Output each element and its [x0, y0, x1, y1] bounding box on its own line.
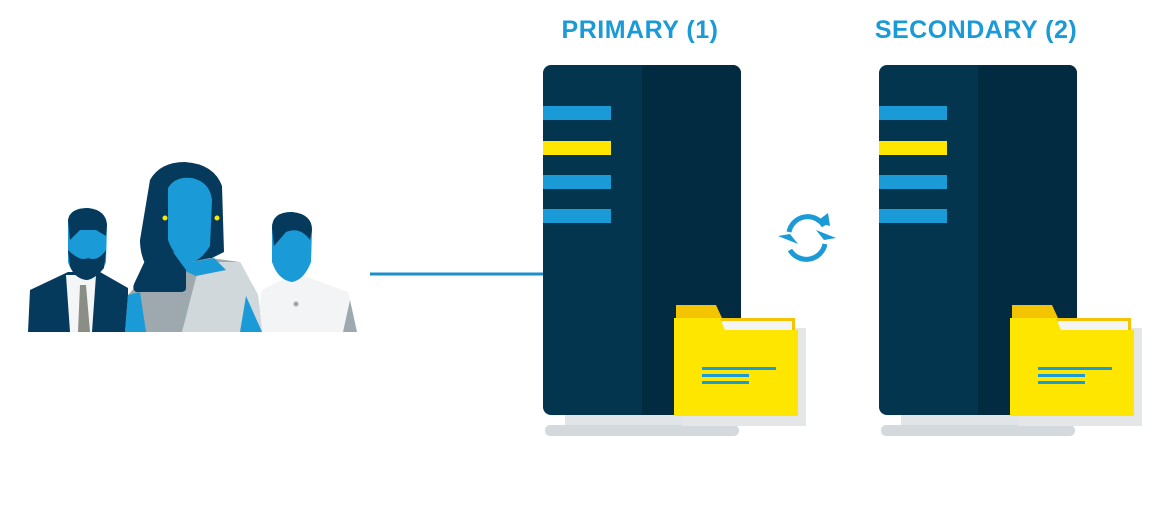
secondary-server-icon [879, 65, 1142, 436]
secondary-label: SECONDARY (2) [874, 16, 1078, 44]
primary-label: PRIMARY (1) [561, 16, 719, 44]
users-group-icon [28, 162, 357, 332]
primary-server-icon [543, 65, 806, 436]
sync-icon [778, 213, 836, 262]
